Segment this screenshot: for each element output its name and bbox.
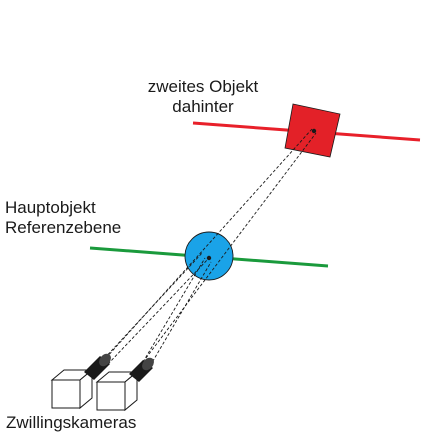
right-camera-icon xyxy=(95,357,154,412)
main-object-label-line2: Referenzebene xyxy=(5,218,122,237)
second-object-label-line1: zweites Objekt xyxy=(147,77,259,96)
left-camera-icon xyxy=(50,353,111,410)
main-object-icon xyxy=(184,231,234,281)
main-object-label-line1: Hauptobjekt xyxy=(5,198,96,217)
second-object-label: zweites Objekt dahinter xyxy=(118,77,288,117)
cameras-label: Zwillingskameras xyxy=(6,413,137,432)
rear-object-icon xyxy=(284,103,341,158)
second-object-label-line2: dahinter xyxy=(172,97,234,116)
main-object-label: Hauptobjekt Referenzebene xyxy=(5,198,121,238)
sight-lines xyxy=(100,128,317,367)
